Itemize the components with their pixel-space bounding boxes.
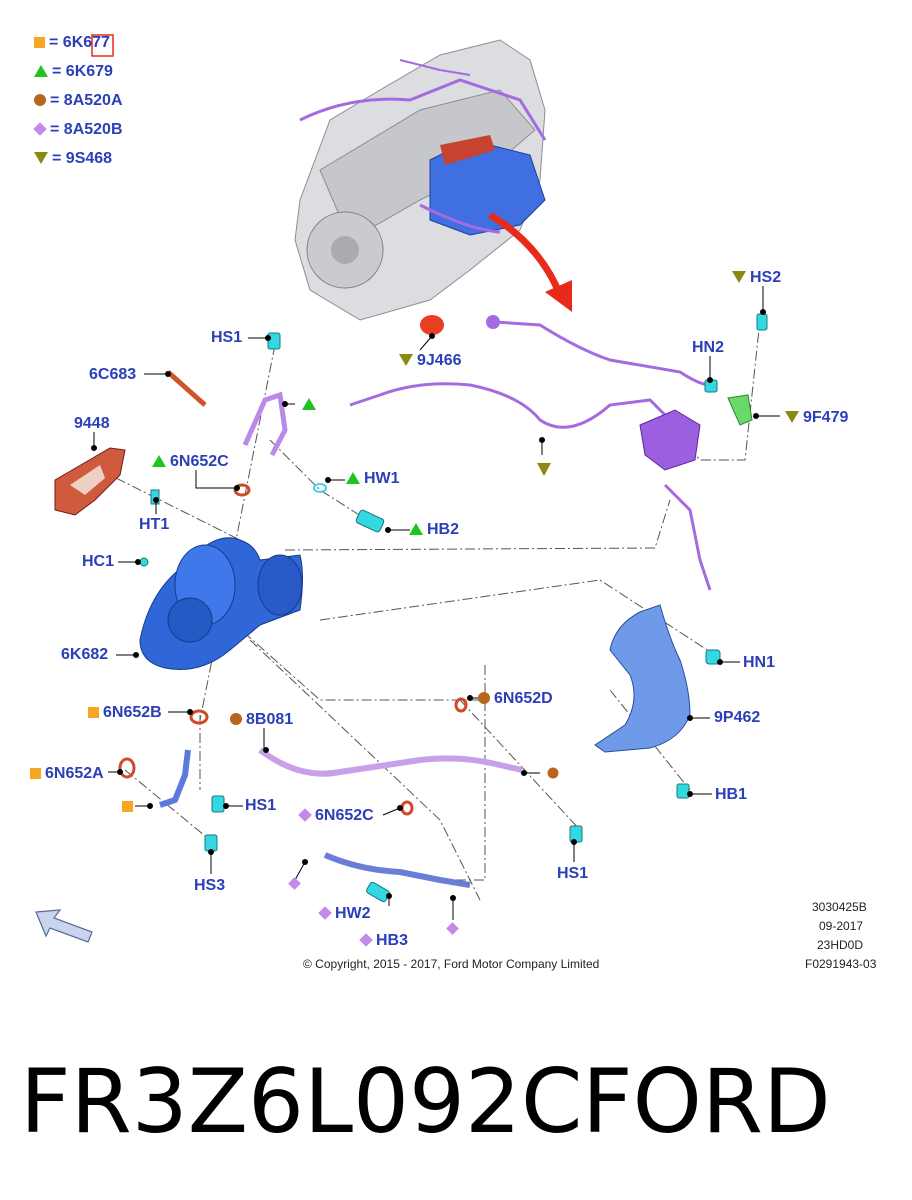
- triangle-down-marker-icon: [732, 271, 746, 283]
- callout-hw2: HW2: [318, 905, 371, 923]
- callout-hw1: HW1: [346, 470, 400, 488]
- callout-9f479: 9F479: [785, 409, 848, 427]
- callout-text: 6N652A: [45, 765, 104, 782]
- diamond-marker-icon: [359, 933, 373, 947]
- turbocharger: [139, 537, 303, 671]
- triangle-down-marker-icon: [399, 354, 413, 366]
- seals: [118, 483, 468, 816]
- callout-6n652d: 6N652D: [478, 690, 553, 708]
- callout-6n652a: 6N652A: [30, 765, 104, 783]
- callout-hs1-right: HS1: [557, 865, 589, 882]
- callout-hb3: HB3: [359, 932, 409, 950]
- sensor-module: [420, 315, 753, 471]
- square-marker-icon: [30, 768, 41, 779]
- drawing-code: 3030425B: [812, 900, 867, 914]
- callout-8b081: 8B081: [230, 711, 293, 729]
- callout-6n652b: 6N652B: [88, 704, 162, 722]
- triangle-up-marker-icon: [346, 472, 360, 484]
- callout-hs1-top: HS1: [211, 329, 243, 346]
- navigation-arrow-icon: [35, 909, 93, 943]
- legend-text: = 6K679: [52, 63, 113, 80]
- legend-text: = 8A520A: [50, 92, 123, 109]
- legend-text: = 8A520B: [50, 121, 123, 138]
- legend-row-square: = 6K677: [34, 34, 110, 52]
- diamond-marker-icon: [298, 808, 312, 822]
- callout-hc1: HC1: [82, 553, 115, 570]
- triangle-up-marker-icon: [34, 65, 48, 77]
- heat-shield: [594, 604, 691, 753]
- legend-row-triangle-up: = 6K679: [34, 63, 113, 81]
- circle-marker-icon: [478, 692, 490, 704]
- legend-highlight-box: [91, 34, 114, 57]
- callout-hb1: HB1: [715, 786, 748, 803]
- callout-hs1-mid: HS1: [245, 797, 277, 814]
- part-number: FR3Z6L092C: [20, 1050, 583, 1153]
- callout-hn1: HN1: [743, 654, 776, 671]
- circle-marker-icon: [230, 713, 242, 725]
- copyright-notice: © Copyright, 2015 - 2017, Ford Motor Com…: [303, 957, 600, 971]
- legend-row-diamond: = 8A520B: [33, 121, 123, 139]
- oil-return-pipe: [159, 747, 523, 888]
- oil-feed-pipe: [166, 370, 288, 457]
- callout-hs3: HS3: [194, 877, 226, 894]
- circle-marker-icon: [34, 94, 46, 106]
- gasket-9448: [54, 447, 126, 516]
- callout-text: 6N652C: [170, 453, 229, 470]
- callout-hn2: HN2: [692, 339, 725, 356]
- callout-text: 6N652D: [494, 690, 553, 707]
- callout-text: 6N652B: [103, 704, 162, 721]
- callout-9p462: 9P462: [714, 709, 761, 726]
- callout-text: 9F479: [803, 409, 849, 426]
- callout-hb2: HB2: [409, 521, 459, 539]
- triangle-down-marker-icon: [785, 411, 799, 423]
- callout-text: HW1: [364, 470, 400, 487]
- engine-illustration: [294, 39, 547, 321]
- callout-hs2: HS2: [732, 269, 781, 287]
- callout-6n652c-top: 6N652C: [152, 453, 229, 471]
- callout-6k682: 6K682: [61, 646, 109, 663]
- triangle-up-marker-icon: [409, 523, 423, 535]
- callout-9448: 9448: [74, 415, 110, 432]
- legend-row-triangle-down: = 9S468: [34, 150, 112, 168]
- callout-text: 6N652C: [315, 807, 374, 824]
- brand-name: FORD: [582, 1050, 831, 1153]
- callout-6c683: 6C683: [89, 366, 137, 383]
- callout-leaders: [91, 286, 780, 920]
- diamond-marker-icon: [33, 122, 47, 136]
- legend-text: = 9S468: [52, 150, 113, 167]
- fasteners: [139, 313, 768, 903]
- square-marker-icon: [34, 37, 45, 48]
- red-pointer-arrow: [488, 211, 572, 312]
- drawing-reference: F0291943-03: [805, 957, 877, 971]
- legend-text: = 6K677: [49, 34, 110, 51]
- callout-text: 8B081: [246, 711, 294, 728]
- callout-text: HW2: [335, 905, 371, 922]
- triangle-down-marker-icon: [34, 152, 48, 164]
- turbocharger-exploded-diagram: [35, 34, 780, 943]
- diamond-marker-icon: [318, 906, 332, 920]
- wiring-harness: [349, 320, 712, 591]
- triangle-up-marker-icon: [152, 455, 166, 467]
- legend-row-circle: = 8A520A: [34, 92, 123, 110]
- drawing-date: 09-2017: [819, 919, 864, 933]
- callout-text: HB3: [376, 932, 409, 949]
- callout-text: HS2: [750, 269, 782, 286]
- drawing-variant: 23HD0D: [817, 938, 864, 952]
- callout-text: 9J466: [417, 352, 462, 369]
- square-marker-icon: [88, 707, 99, 718]
- callout-text: HB2: [427, 521, 460, 538]
- callout-ht1: HT1: [139, 516, 170, 533]
- callout-6n652c-bottom: 6N652C: [298, 807, 374, 825]
- callout-9j466: 9J466: [399, 352, 462, 370]
